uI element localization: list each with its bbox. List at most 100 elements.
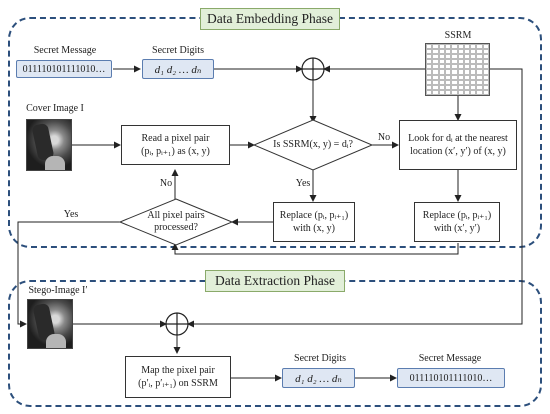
ssrm-cell [426,49,433,55]
look-for-line2: location (x′, y′) of (x, y) [410,146,506,157]
ssrm-cell [457,74,464,80]
ssrm-cell [432,84,439,90]
ssrm-cell [432,64,439,70]
decision-ssrm-text: Is SSRM(x, y) = dᵢ? [273,139,353,150]
ssrm-cell [463,64,471,70]
ssrm-cell [476,74,483,80]
extraction-phase-title: Data Extraction Phase [205,270,345,292]
stego-image-label: Stego-Image I′ [28,285,88,296]
ssrm-cell [476,49,483,55]
ssrm-cell [438,54,445,60]
ssrm-cell [444,74,452,80]
ssrm-cell [438,69,445,75]
extraction-secret-digits-label: Secret Digits [294,353,346,364]
ssrm-cell [438,74,445,80]
ssrm-cell [438,59,445,65]
ssrm-cell [432,54,439,60]
ssrm-cell [470,84,477,90]
ssrm-cell [451,79,458,85]
ssrm-cell [457,89,464,95]
ssrm-cell [438,49,445,55]
ssrm-cell [451,84,458,90]
embedding-phase-title: Data Embedding Phase [200,8,340,30]
ssrm-cell [463,89,471,95]
ssrm-cell [444,89,452,95]
secret-message-scroll: 011110101111010… [16,60,112,78]
extraction-secret-message-scroll: 011110101111010… [397,368,505,388]
ssrm-cell [476,79,483,85]
ssrm-cell [432,89,439,95]
ssrm-cell [444,54,452,60]
ssrm-cell [476,64,483,70]
ssrm-cell [463,84,471,90]
ssrm-cell [463,69,471,75]
read-pixel-pair-box: Read a pixel pair (pᵢ, pᵢ₊₁) as (x, y) [121,125,230,165]
ssrm-cell [457,44,464,50]
ssrm-cell [444,64,452,70]
extraction-secret-digits-scroll: d₁ d₂ … dₙ [282,368,355,388]
extraction-secret-message-label: Secret Message [418,353,482,364]
ssrm-cell [451,74,458,80]
cover-image [26,119,72,171]
ssrm-cell [457,59,464,65]
ssrm-cell [426,84,433,90]
ssrm-cell [470,79,477,85]
label-no-right: No [377,132,391,143]
ssrm-cell [432,59,439,65]
ssrm-cell [426,54,433,60]
ssrm-cell [432,69,439,75]
ssrm-cell [444,69,452,75]
ssrm-cell [426,79,433,85]
ssrm-cell [444,44,452,50]
ssrm-cell [426,59,433,65]
read-pixel-pair-line2: (pᵢ, pᵢ₊₁) as (x, y) [141,146,210,157]
cover-image-label: Cover Image I [26,103,84,114]
ssrm-cell [426,64,433,70]
map-pixel-pair-line1: Map the pixel pair [141,365,215,376]
ssrm-cell [426,74,433,80]
ssrm-cell [476,59,483,65]
ssrm-cell [470,59,477,65]
ssrm-cell [451,59,458,65]
ssrm-cell [457,84,464,90]
ssrm-cell [463,74,471,80]
look-for-box: Look for dᵢ at the nearest location (x′,… [399,120,517,170]
ssrm-cell [444,84,452,90]
decision-ssrm-diamond [252,119,374,171]
ssrm-cell [432,74,439,80]
replace-x2y2-line1: Replace (pᵢ, pᵢ₊₁) [422,210,492,221]
ssrm-cell [432,49,439,55]
decision-all-pairs-text: All pixel pairs processed? [134,210,218,234]
label-yes-down: Yes [295,178,311,189]
ssrm-matrix [425,43,490,96]
secret-message-label: Secret Message [33,45,97,56]
label-yes-left: Yes [63,209,79,220]
ssrm-cell [470,89,477,95]
replace-xy-line2: with (x, y) [293,223,335,234]
secret-digits-label: Secret Digits [152,45,204,56]
ssrm-cell [482,69,489,75]
decision-all-pairs-line1: All pixel pairs [147,210,205,221]
ssrm-cell [438,44,445,50]
ssrm-cell [482,64,489,70]
ssrm-cell [432,44,439,50]
map-pixel-pair-line2: (p′ᵢ, p′ᵢ₊₁) on SSRM [138,378,218,389]
ssrm-cell [470,44,477,50]
decision-all-pairs-line2: processed? [154,222,198,233]
ssrm-cell [451,89,458,95]
ssrm-cell [476,69,483,75]
ssrm-cell [470,49,477,55]
ssrm-cell [444,49,452,55]
secret-digits-scroll: d₁ d₂ … dₙ [142,59,214,79]
ssrm-cell [482,59,489,65]
ssrm-cell [476,84,483,90]
ssrm-cell [476,89,483,95]
ssrm-cell [470,64,477,70]
ssrm-label: SSRM [444,30,472,41]
replace-xy-box: Replace (pᵢ, pᵢ₊₁) with (x, y) [273,202,355,242]
ssrm-cell [444,79,452,85]
map-pixel-pair-box: Map the pixel pair (p′ᵢ, p′ᵢ₊₁) on SSRM [125,356,231,398]
ssrm-cell [457,49,464,55]
ssrm-cell [457,54,464,60]
